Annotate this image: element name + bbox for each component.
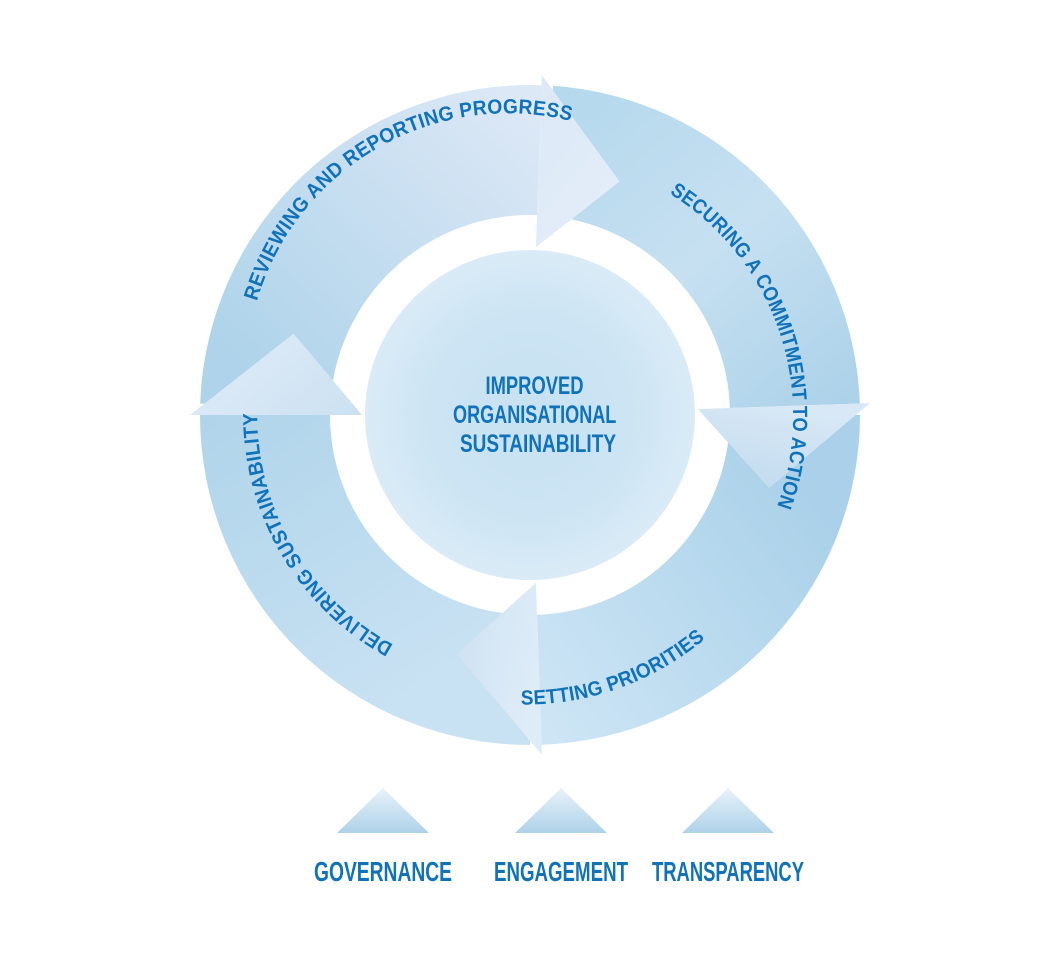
center-circle: [365, 250, 695, 580]
foundation-triangle-engagement: [515, 788, 607, 833]
arrowhead-right-icon: [697, 403, 870, 489]
foundation-triangle-governance: [337, 788, 429, 833]
arc-segment-delivering-sustainability: [200, 415, 530, 745]
foundation-label-governance: GOVERNANCE: [314, 856, 452, 887]
arc-segment-securing-commitment: [544, 85, 860, 409]
foundation-label-engagement: ENGAGEMENT: [494, 856, 628, 887]
arrowhead-top-icon: [535, 75, 620, 248]
arrowhead-bottom-icon: [456, 582, 542, 755]
foundation-label-transparency: TRANSPARENCY: [652, 856, 804, 887]
foundation-triangle-transparency: [682, 788, 774, 833]
arrowhead-left-icon: [190, 333, 362, 415]
center-label-line-2: ORGANISATIONAL: [453, 401, 616, 429]
center-label-line-3: SUSTAINABILITY: [460, 430, 616, 458]
arc-segment-setting-priorities: [537, 415, 860, 745]
center-label: IMPROVED ORGANISATIONAL SUSTAINABILITY: [453, 372, 623, 458]
center-label-line-1: IMPROVED: [486, 372, 584, 400]
arc-segment-reviewing-reporting: [200, 84, 542, 408]
